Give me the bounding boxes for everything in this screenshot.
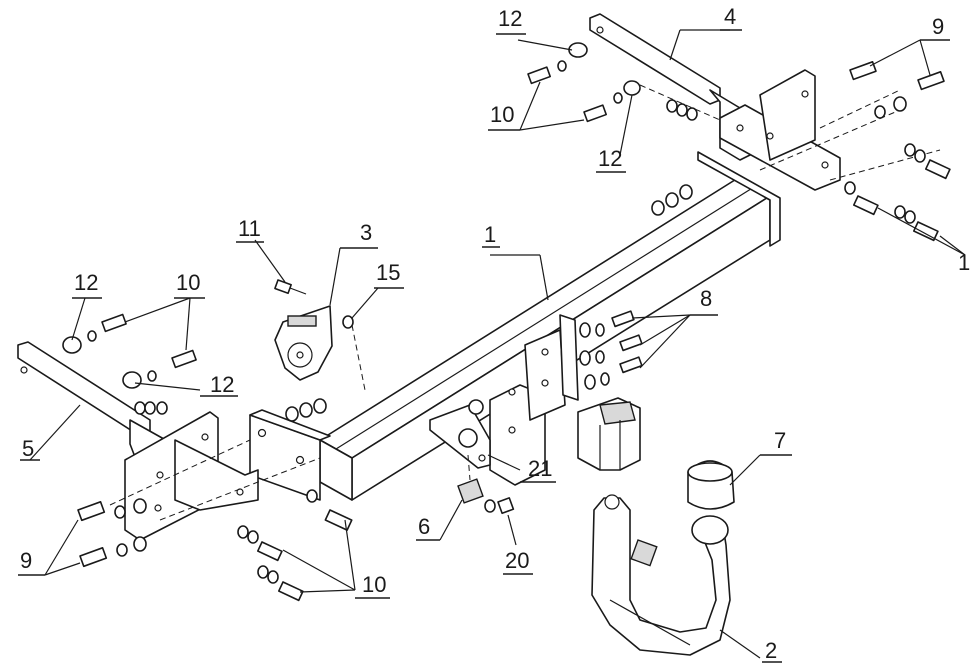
callout-2: 2 — [765, 638, 777, 663]
callout-20: 20 — [505, 548, 529, 573]
callout-12-left: 12 — [74, 270, 98, 295]
callout-10-top: 10 — [490, 102, 514, 127]
callout-12-mid: 12 — [598, 146, 622, 171]
callout-12-lower: 12 — [210, 372, 234, 397]
callout-3: 3 — [360, 220, 372, 245]
callout-10-bottom: 10 — [362, 572, 386, 597]
callout-1: 1 — [484, 222, 496, 247]
callout-1-right-edge: 1 — [958, 250, 970, 275]
side-bracket-part-5 — [17, 341, 321, 541]
callout-labels: 1 2 3 4 5 6 7 8 9 9 10 10 10 11 12 12 12… — [18, 4, 970, 663]
tow-ball-part-2 — [591, 494, 731, 656]
socket-housing — [577, 397, 641, 471]
callout-4: 4 — [724, 4, 736, 29]
center-mount-brackets — [489, 314, 579, 486]
washer-part-15 — [342, 315, 354, 329]
callout-6: 6 — [418, 514, 430, 539]
callout-10-left: 10 — [176, 270, 200, 295]
callout-21: 21 — [528, 456, 552, 481]
fasteners-right — [527, 42, 951, 242]
callout-11: 11 — [238, 216, 261, 241]
callout-7: 7 — [774, 428, 786, 453]
bolt-part-11 — [274, 279, 307, 295]
socket-plate-part-3 — [274, 305, 366, 391]
callout-15: 15 — [376, 260, 400, 285]
callout-5: 5 — [22, 436, 34, 461]
spring-clip-part-6 — [457, 478, 515, 515]
side-bracket-part-4 — [589, 13, 941, 191]
callout-12-top: 12 — [498, 6, 522, 31]
callout-9-left: 9 — [20, 548, 32, 573]
bracket-part-21 — [429, 399, 491, 481]
bolts-part-8 — [579, 310, 643, 390]
leader-lines — [29, 29, 966, 659]
callout-8: 8 — [700, 286, 712, 311]
callout-9-right: 9 — [932, 14, 944, 39]
ball-cap-part-7 — [687, 460, 735, 510]
